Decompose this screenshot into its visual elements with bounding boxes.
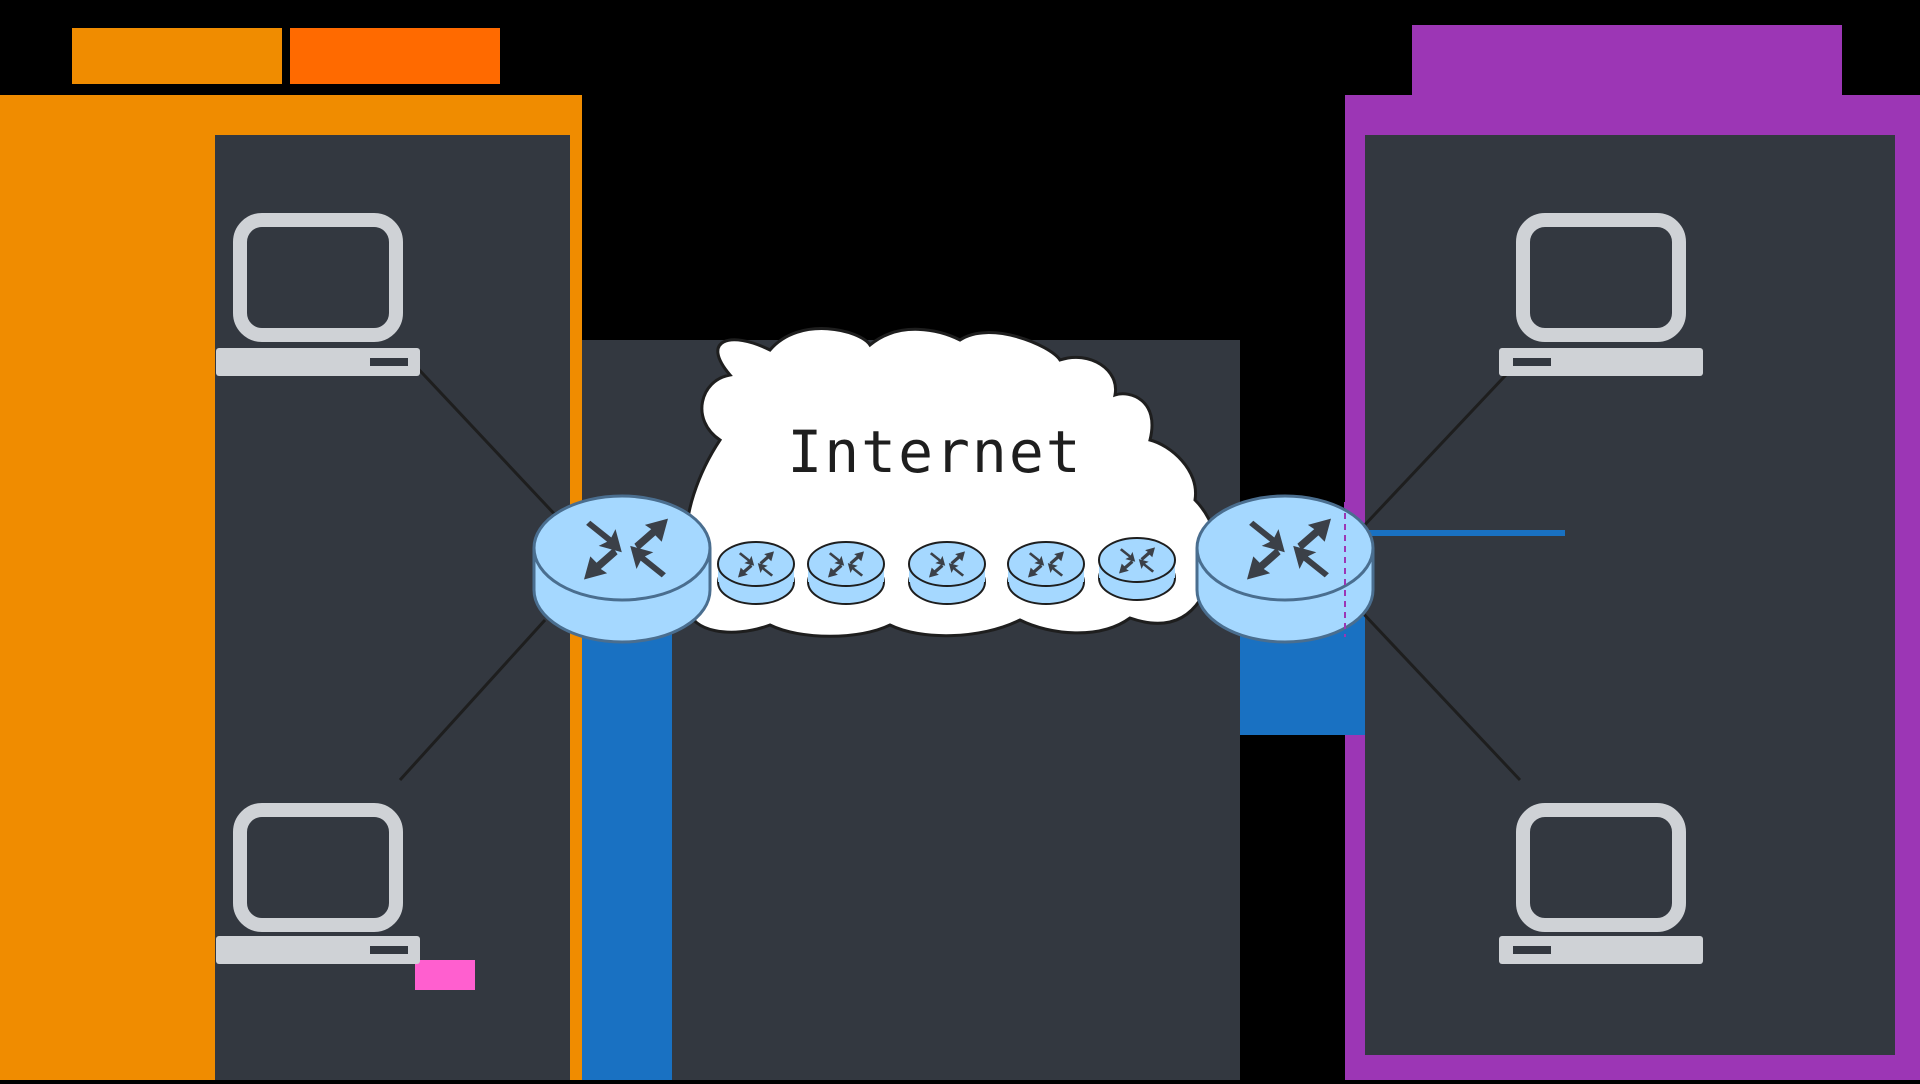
laptop-slot [1513,946,1551,954]
cable-left-top-computer [408,358,562,522]
left-edge-router [532,494,712,644]
laptop-slot [1513,358,1551,366]
left-network-pink-accent [415,960,475,990]
monitor-icon [233,213,403,342]
right-top-computer [1499,213,1703,376]
right-network-title-block [1412,25,1842,95]
internet-router [717,541,795,605]
right-network-band-top [1345,95,1920,135]
left-network-band-vertical [0,95,215,1080]
laptop-slot [370,358,408,366]
internet-router [1007,541,1085,605]
right-edge-router [1195,494,1375,644]
left-bottom-computer [216,803,420,964]
cable-left-bottom-computer [398,618,547,782]
right-router-link-line [1365,530,1565,536]
monitor-icon [1516,803,1686,932]
monitor-icon [1516,213,1686,342]
laptop-base-icon [216,936,420,964]
left-top-computer [216,213,420,376]
internet-routers [717,537,1176,605]
left-router-link-strip [582,590,672,1080]
left-network-title-block [72,28,282,84]
cable-right-top-computer [1358,358,1522,532]
laptop-slot [370,946,408,954]
right-bottom-computer [1499,803,1703,964]
right-network-band-bottom [1345,1055,1920,1080]
right-network-band-right [1895,95,1920,1080]
internet-router [1098,537,1176,601]
internet-router [908,541,986,605]
right-network [1240,25,1920,1080]
laptop-base-icon [1499,936,1703,964]
cloud-label: Internet [787,418,1082,486]
left-network-title-accent [290,28,500,84]
cable-right-bottom-computer [1358,608,1522,782]
internet-router [807,541,885,605]
laptop-base-icon [1499,348,1703,376]
laptop-base-icon [216,348,420,376]
left-network-band-top [0,95,582,135]
monitor-icon [233,803,403,932]
right-network-panel [1365,135,1895,1055]
